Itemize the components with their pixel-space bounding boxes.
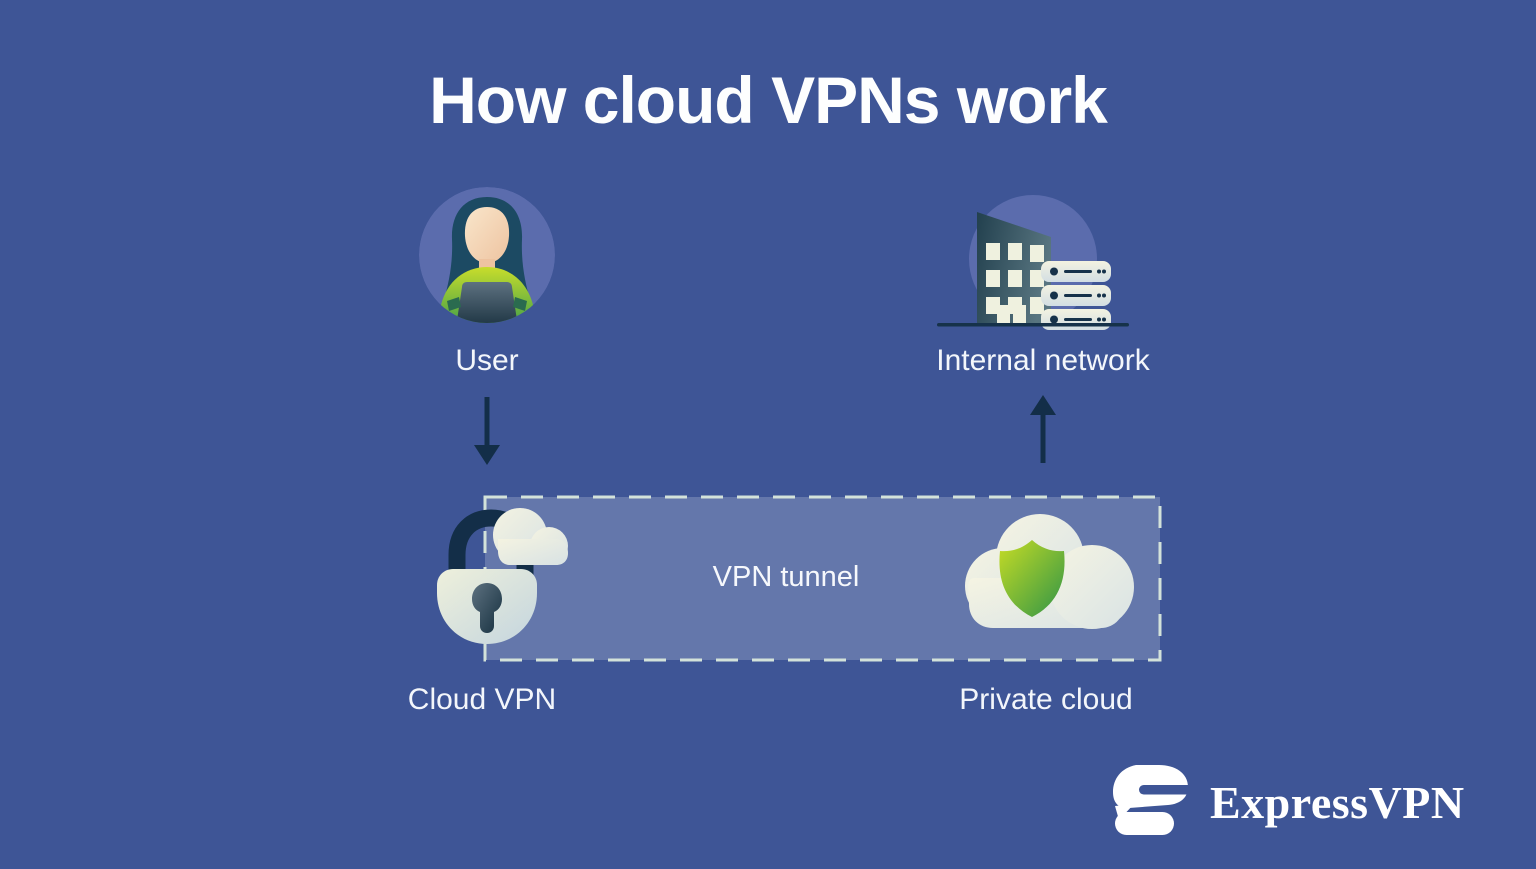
expressvpn-wordmark: ExpressVPN [1210,776,1465,828]
vpn-tunnel-label: VPN tunnel [712,561,860,593]
expressvpn-logo-icon [1108,761,1197,844]
private-cloud-label: Private cloud [959,683,1133,716]
down-arrow-icon [467,395,507,467]
branding: ExpressVPN [1108,761,1464,844]
office-building-servers-icon [933,173,1133,335]
padlock-cloud-icon [420,495,575,655]
up-arrow-icon [1023,393,1063,465]
user-label: User [455,344,519,377]
cloud-vpn-label: Cloud VPN [407,683,557,716]
internal-network-label: Internal network [936,344,1150,377]
user-at-laptop-icon [417,183,557,327]
page-title: How cloud VPNs work [429,63,1108,137]
cloud-shield-icon [945,500,1145,640]
